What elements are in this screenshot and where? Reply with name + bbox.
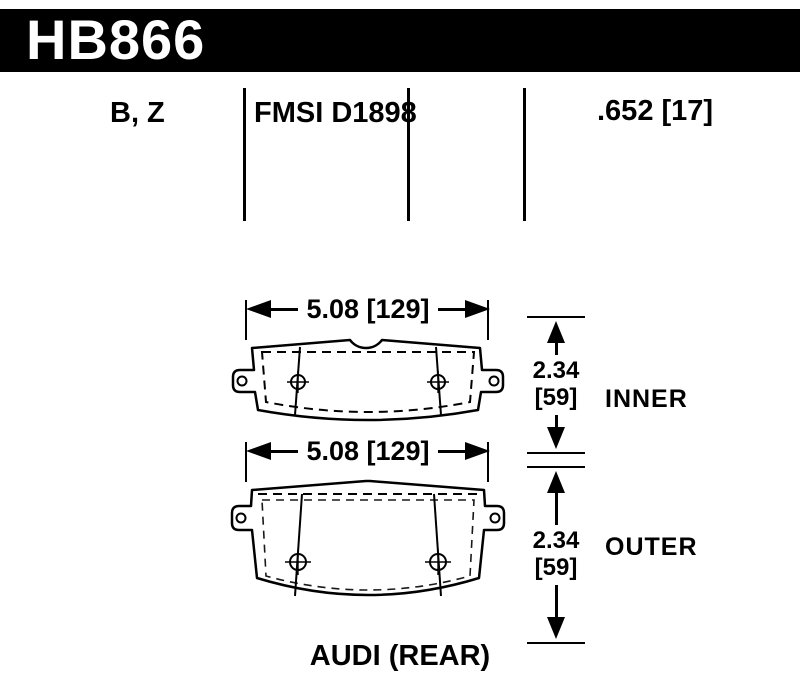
divider-line-3 (523, 88, 526, 221)
dimension-line (437, 307, 465, 311)
outer-label: OUTER (605, 533, 698, 561)
arrow-down-icon (547, 427, 565, 449)
outer-height-value: 2.34 [59] (532, 527, 580, 581)
outer-height-dimension: 2.34 [59] (526, 471, 586, 639)
pad-thickness: .652 [17] (597, 95, 714, 127)
dimension-line (554, 343, 558, 356)
dimension-line (554, 414, 558, 427)
arrow-right-icon (465, 442, 490, 460)
extension-line (527, 466, 585, 468)
fmsi-number: FMSI D1898 (254, 97, 417, 129)
extension-line (487, 442, 489, 482)
dimension-line (554, 493, 558, 526)
extension-line (487, 300, 489, 340)
inner-pad-drawing (228, 332, 508, 434)
arrow-up-icon (547, 321, 565, 343)
divider-line-1 (243, 88, 246, 221)
extension-line (245, 300, 247, 340)
inner-width-dimension: 5.08 [129] (246, 294, 490, 324)
application-label: AUDI (REAR) (309, 640, 491, 672)
arrow-right-icon (465, 300, 490, 318)
arrow-down-icon (547, 617, 565, 639)
outer-width-dimension: 5.08 [129] (246, 436, 490, 466)
arrow-left-icon (246, 300, 271, 318)
extension-line (527, 642, 585, 644)
dimension-line (271, 307, 299, 311)
compound-codes: B, Z (110, 97, 165, 129)
arrow-left-icon (246, 442, 271, 460)
dimension-line (271, 449, 299, 453)
part-number: HB866 (26, 8, 206, 71)
inner-label: INNER (605, 385, 688, 413)
dimension-line (554, 584, 558, 617)
header-bar: HB866 (0, 9, 800, 72)
extension-line (527, 452, 585, 454)
extension-line (527, 316, 585, 318)
arrow-up-icon (547, 471, 565, 493)
outer-width-value: 5.08 [129] (306, 435, 430, 466)
inner-height-value: 2.34 [59] (532, 357, 580, 411)
extension-line (245, 442, 247, 482)
outer-pad-drawing (228, 476, 508, 614)
dimension-line (437, 449, 465, 453)
divider-line-2 (407, 88, 410, 221)
inner-height-dimension: 2.34 [59] (526, 321, 586, 449)
inner-width-value: 5.08 [129] (306, 293, 430, 324)
